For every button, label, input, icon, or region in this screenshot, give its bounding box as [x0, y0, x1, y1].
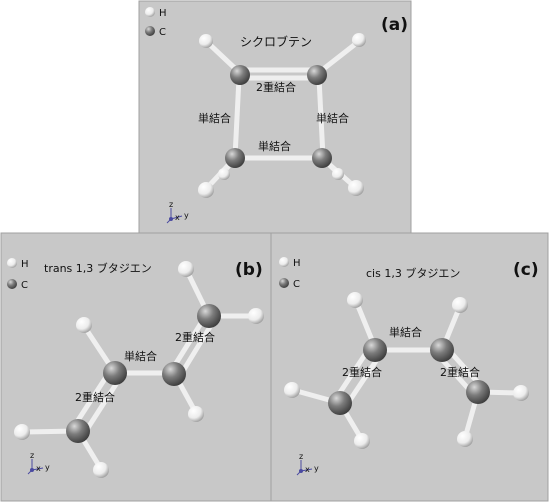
single-bond-line — [316, 75, 326, 160]
double-bond-label-right: 2重結合 — [440, 365, 480, 379]
carbon-atom — [328, 391, 352, 415]
legend-hydrogen-atom — [279, 257, 289, 267]
axis-y-label: y — [45, 463, 50, 472]
axis-z-label: z — [169, 200, 173, 209]
panel-b-tag: (b) — [235, 260, 263, 280]
legend-carbon-atom — [279, 278, 289, 288]
hydrogen-atom — [332, 168, 344, 180]
hydrogen-atom — [218, 168, 230, 180]
panel-c-tag: (c) — [513, 260, 539, 280]
legend-carbon-label: C — [21, 280, 28, 291]
hydrogen-atom — [178, 261, 194, 277]
legend-carbon-atom — [7, 279, 17, 289]
single-bond-label: 単結合 — [124, 349, 157, 363]
single-bond-label: 単結合 — [389, 325, 422, 339]
carbon-atom — [66, 419, 90, 443]
legend-carbon-label: C — [293, 279, 300, 290]
hydrogen-atom — [348, 180, 364, 196]
hydrogen-atom — [513, 385, 529, 401]
legend-hydrogen-label: H — [21, 259, 29, 270]
hydrogen-atom — [93, 462, 109, 478]
hydrogen-atom — [248, 308, 264, 324]
single-bond-label-bottom: 単結合 — [258, 139, 291, 153]
panel-c-background — [270, 232, 549, 502]
hydrogen-atom — [457, 431, 473, 447]
hydrogen-atom — [76, 317, 92, 333]
carbon-atom — [307, 65, 327, 85]
hydrogen-atom — [354, 433, 370, 449]
hydrogen-atom — [199, 34, 213, 48]
carbon-atom — [103, 361, 127, 385]
axis-z-label: z — [30, 451, 34, 460]
axis-triad-c: z x y — [296, 452, 319, 476]
single-bond-line — [232, 75, 242, 160]
double-bond-label-upper: 2重結合 — [175, 330, 215, 344]
axis-x-label: x — [36, 464, 41, 473]
hydrogen-atom — [347, 292, 363, 308]
carbon-atom — [230, 65, 250, 85]
panel-b: H C trans 1,3 ブタジエン (b) 2重結合 — [7, 258, 264, 478]
axis-x-label: x — [305, 465, 310, 474]
axis-triad-b: z x y — [27, 451, 50, 475]
legend-hydrogen-label: H — [159, 8, 167, 19]
axis-y-label: y — [314, 464, 319, 473]
legend-carbon-label: C — [159, 27, 166, 38]
carbon-atom — [197, 304, 221, 328]
hydrogen-atom — [352, 33, 366, 47]
carbon-atom — [466, 380, 490, 404]
legend-c: H C — [279, 257, 301, 290]
panel-b-title: trans 1,3 ブタジエン — [44, 261, 152, 275]
carbon-atom — [225, 148, 245, 168]
legend-b: H C — [7, 258, 29, 291]
carbon-atom — [430, 338, 454, 362]
legend-carbon-atom — [145, 26, 155, 36]
double-bond-label-left: 2重結合 — [342, 365, 382, 379]
axis-z-label: z — [299, 452, 303, 461]
panel-b-background — [0, 232, 272, 502]
single-bond-label-right: 単結合 — [316, 111, 349, 125]
panel-c: H C cis 1,3 ブタジエン (c) 単結合 — [279, 257, 539, 476]
panel-a-tag: (a) — [381, 15, 408, 35]
legend-a: H C — [145, 7, 167, 38]
hydrogen-atom — [284, 382, 300, 398]
panel-a: H C (a) シクロブテン — [145, 7, 408, 224]
hydrogen-atom — [14, 424, 30, 440]
carbon-atom — [312, 148, 332, 168]
legend-hydrogen-atom — [145, 7, 155, 17]
double-bond-label: 2重結合 — [256, 80, 296, 94]
legend-hydrogen-label: H — [293, 258, 301, 269]
double-bond-label-lower: 2重結合 — [75, 390, 115, 404]
axis-y-label: y — [184, 211, 189, 220]
panel-c-title: cis 1,3 ブタジエン — [366, 266, 460, 280]
carbon-atom — [363, 338, 387, 362]
axis-x-label: x — [175, 213, 180, 222]
panel-a-title: シクロブテン — [240, 34, 312, 49]
hydrogen-atom — [198, 182, 214, 198]
hydrogen-atom — [188, 406, 204, 422]
axis-triad-a: z x y — [166, 200, 189, 224]
carbon-atom — [162, 362, 186, 386]
legend-hydrogen-atom — [7, 258, 17, 268]
hydrogen-atom — [452, 297, 468, 313]
single-bond-label-left: 単結合 — [198, 111, 231, 125]
